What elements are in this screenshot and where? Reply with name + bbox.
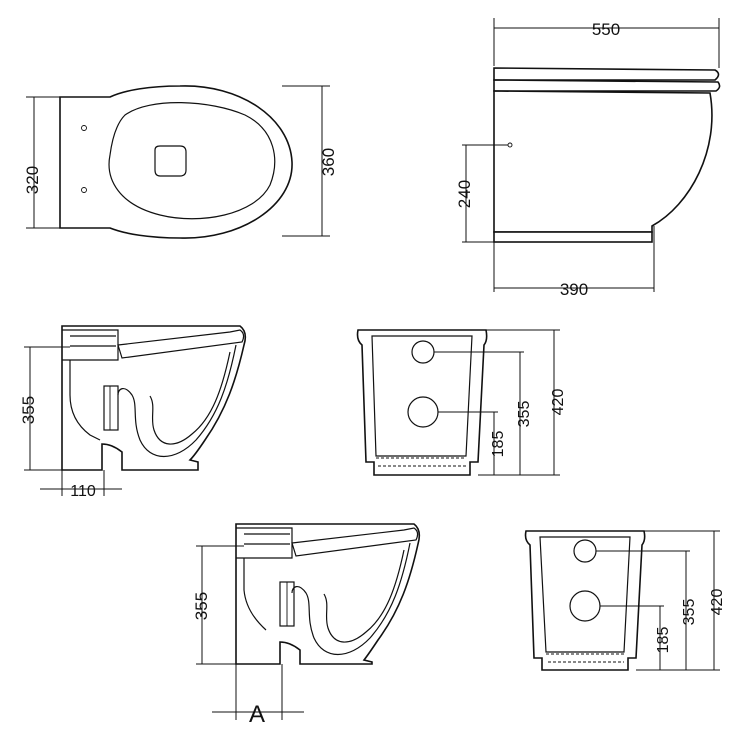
section-mid-trap [117,344,237,457]
rear-bot-inner [539,536,631,653]
dim-label-355: 355 [19,396,38,424]
rear-view-middle: 185 355 420 [356,329,567,476]
rear-bot-outline [524,530,646,671]
plan-fixing-hole-bottom [81,187,87,193]
dim-label-a: A [249,701,265,728]
dim-label-320: 320 [23,166,42,194]
section-bot-trap [291,542,411,655]
dim-label-390: 390 [560,280,588,299]
dim-label-110: 110 [70,483,96,500]
rear-mid-outline [356,329,488,476]
side-base [493,231,653,243]
section-view-middle: 355 110 [19,325,247,500]
dim-label-185: 185 [655,627,672,654]
plan-bowl-rim [108,102,276,220]
section-mid-rim [117,329,245,359]
plan-view: 320 360 [23,85,338,239]
section-mid-trap-inner [149,351,231,445]
side-lid [493,67,720,81]
section-bot-rim [291,527,419,557]
section-mid-inlet [69,360,101,441]
dim-label-240: 240 [455,180,474,208]
side-elevation: 550 240 390 [455,18,721,299]
section-mid-outlet-pipe [103,385,119,431]
rear-mid-foot [376,457,466,467]
plan-outline [59,85,293,239]
plan-drain [154,145,187,177]
section-view-bottom: 355 A [192,523,421,728]
section-bot-inlet [243,558,267,631]
rear-mid-inner [371,335,473,457]
rear-bot-foot [546,653,624,663]
dim-label-420: 420 [709,589,726,616]
dim-label-360: 360 [319,148,338,176]
section-bot-outline [235,523,421,665]
dim-label-420: 420 [550,389,567,416]
plan-fixing-hole-top [81,125,87,131]
rear-view-bottom: 185 355 420 [524,530,726,671]
dim-label-355: 355 [192,592,211,620]
dim-label-355: 355 [681,599,698,626]
dim-label-185: 185 [490,431,507,458]
dim-label-355: 355 [516,401,533,428]
section-bot-trap-inner [323,549,405,643]
side-bowl [493,90,713,233]
section-mid-outline [61,325,247,471]
side-seat [493,79,721,92]
dim-label-550: 550 [592,20,620,39]
